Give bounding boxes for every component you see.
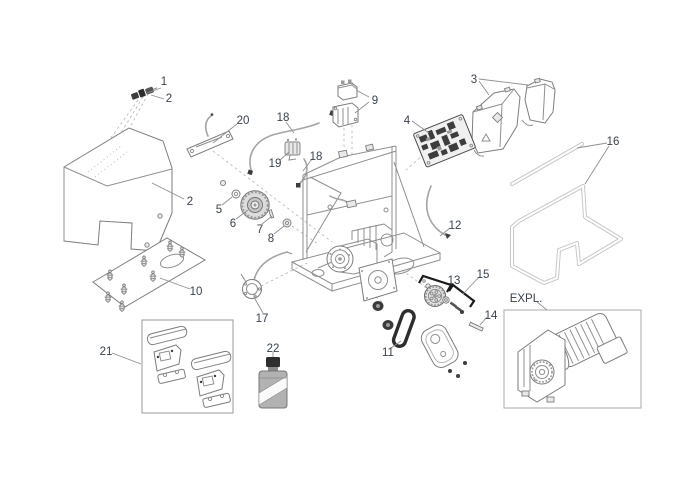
sprocket-cover [420, 324, 467, 378]
connector-block [284, 138, 301, 161]
part-label-18-b: 18 [310, 151, 323, 163]
earth-cable [425, 185, 451, 239]
part-label-5: 5 [216, 204, 222, 216]
foundation-plate [92, 237, 206, 312]
gearmotor [517, 312, 628, 403]
part-label-1: 1 [161, 76, 167, 88]
sprocket-kit [418, 274, 476, 314]
limit-cable-and-connector [247, 110, 337, 188]
bracket-set-b [190, 350, 232, 408]
part-label-22: 22 [267, 343, 280, 355]
part-label-20: 20 [237, 115, 250, 127]
leader-lines [111, 78, 610, 365]
part-label-2-housing: 2 [187, 196, 193, 208]
part-label-3: 3 [471, 74, 477, 86]
control-board [413, 114, 476, 168]
capacitor-transformer [332, 79, 359, 128]
part-label-6: 6 [230, 218, 236, 230]
part-label-10: 10 [190, 286, 203, 298]
bracket-set-a [146, 325, 188, 384]
release-bracket [186, 113, 234, 158]
main-chassis-assembly [290, 143, 442, 302]
part-label-4: 4 [404, 115, 411, 127]
part-label-7: 7 [257, 224, 263, 236]
part-label-9: 9 [372, 95, 378, 107]
part-label-19: 19 [269, 158, 282, 170]
part-labels: 1 2 2 3 4 5 6 7 8 9 10 11 12 13 14 15 16… [100, 74, 620, 359]
release-key [130, 86, 158, 100]
part-label-16: 16 [607, 136, 620, 148]
part-label-17: 17 [256, 313, 269, 325]
part-label-2-key: 2 [166, 93, 172, 105]
key-pin [468, 321, 484, 332]
gearmotor-detail-box [503, 309, 642, 409]
electronics-covers [471, 77, 556, 157]
drive-gear [240, 190, 270, 220]
part-label-21: 21 [100, 346, 113, 358]
release-knob [240, 251, 293, 299]
part-label-11: 11 [382, 347, 394, 359]
limit-bracket-kit [141, 319, 234, 414]
frame-gasket [510, 142, 623, 285]
part-label-13: 13 [448, 275, 461, 287]
grease-bottle [258, 357, 288, 409]
part-label-15: 15 [477, 269, 490, 281]
housing-cover [63, 127, 173, 252]
part-label-14: 14 [485, 310, 498, 322]
part-label-18-a: 18 [277, 112, 290, 124]
belt-and-pulleys [372, 301, 416, 348]
expl-label: EXPL. [510, 293, 543, 305]
part-label-12: 12 [449, 220, 462, 232]
gear-train-hardware [219, 179, 292, 228]
part-label-8: 8 [268, 233, 274, 245]
